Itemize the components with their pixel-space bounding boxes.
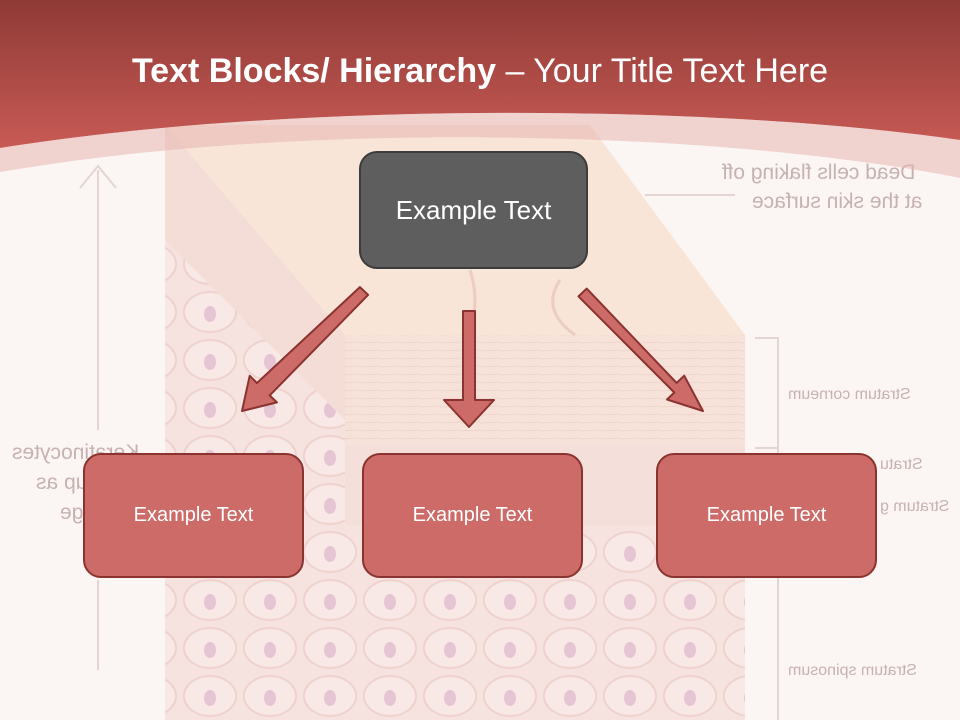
header-swoosh [0,112,960,178]
layer-bracket [755,337,779,449]
header-background [0,0,960,148]
child-text-block-right[interactable]: Example Text [656,453,877,578]
title-rest: – Your Title Text Here [496,52,829,90]
arrow-to-left-child [241,286,370,412]
child-text-block-left[interactable]: Example Text [83,453,304,578]
child-text-block-label: Example Text [412,504,533,526]
top-text-block-label: Example Text [395,194,552,225]
arrow-to-right-child [577,287,704,412]
title-bold: Text Blocks/ Hierarchy [131,52,497,90]
arrow-to-middle-child [443,310,495,428]
background-arrow-head [79,164,117,189]
child-text-block-label: Example Text [706,504,827,526]
header-band [0,0,960,178]
child-text-block-label: Example Text [133,504,254,526]
top-text-block[interactable]: Example Text [359,151,588,269]
child-text-block-middle[interactable]: Example Text [362,453,583,578]
slide-title: Text Blocks/ Hierarchy – Your Title Text… [0,52,960,91]
surface-crack [551,279,576,337]
